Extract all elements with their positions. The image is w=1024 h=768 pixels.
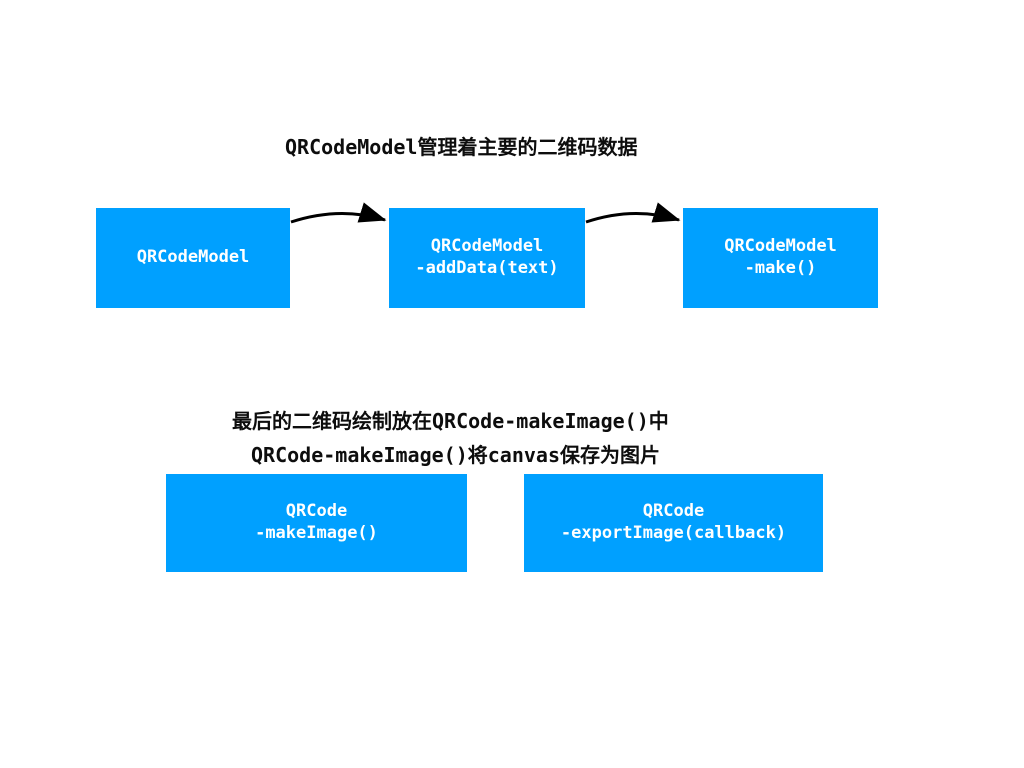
node-qrcodemodel-make[interactable]: QRCodeModel -make() (683, 208, 878, 308)
node-qrcodemodel-make-line2: -make() (744, 258, 817, 278)
node-qrcode-exportimage-line2: -exportImage(callback) (560, 523, 787, 543)
node-qrcodemodel-line1: QRCodeModel (136, 247, 250, 268)
arrow-adddata-to-make (585, 202, 681, 224)
arrow-model-to-adddata (290, 202, 387, 224)
node-qrcode-makeimage-line2: -makeImage() (255, 523, 378, 543)
middle-heading-line1: 最后的二维码绘制放在QRCode-makeImage()中 (232, 409, 669, 433)
node-qrcodemodel-adddata-line1: QRCodeModel (430, 236, 544, 257)
node-qrcodemodel-make-line1: QRCodeModel (724, 236, 837, 257)
node-qrcode-makeimage-line1: QRCode (285, 501, 348, 522)
node-qrcodemodel[interactable]: QRCodeModel (96, 208, 290, 308)
node-qrcode-makeimage[interactable]: QRCode -makeImage() (166, 474, 467, 572)
node-qrcodemodel-adddata-line2: -addData(text) (415, 258, 559, 278)
node-qrcodemodel-adddata[interactable]: QRCodeModel -addData(text) (389, 208, 585, 308)
node-qrcode-exportimage-line1: QRCode (642, 501, 705, 522)
node-qrcode-exportimage[interactable]: QRCode -exportImage(callback) (524, 474, 823, 572)
top-heading: QRCodeModel管理着主要的二维码数据 (285, 135, 638, 159)
middle-heading-line2: QRCode-makeImage()将canvas保存为图片 (251, 443, 660, 467)
